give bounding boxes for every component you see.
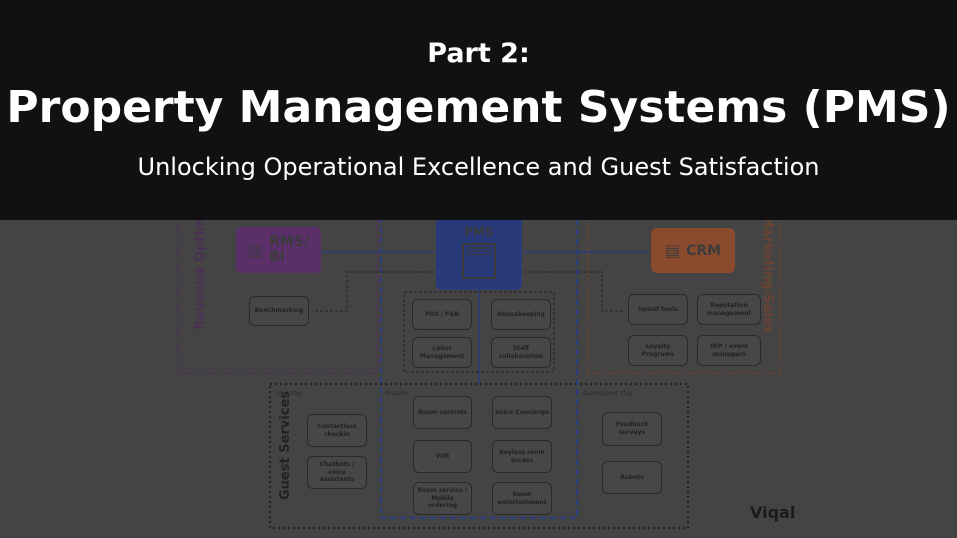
reputation-management-node: Reputation management: [697, 294, 761, 325]
room-entertainment-node: Room entertainment: [492, 482, 552, 515]
contactless-checkin-node: Contactless checkin: [307, 414, 367, 447]
keyless-room-access-node: Keyless room access: [492, 440, 552, 473]
robots-node: Robots: [602, 461, 662, 494]
part-label: Part 2:: [427, 38, 530, 69]
pms-benchmark-link: [312, 271, 434, 312]
pms-marketing-link: [524, 271, 624, 312]
labor-management-node: Labor Management: [412, 337, 472, 368]
viqal-logo: Viqal: [750, 503, 796, 522]
phase-pre-stay: Pre-stay: [278, 390, 303, 397]
staff-collaboration-node: Staff collaboration: [491, 337, 551, 368]
room-controls-node: Room controls: [413, 396, 472, 429]
guest-zone-border: [269, 383, 689, 529]
contact-card-icon: ▤: [664, 241, 681, 260]
crm-box: ▤ CRM: [651, 228, 735, 273]
hotel-sign: HOTEL: [466, 247, 492, 255]
pms-box: PMS HOTEL: [436, 214, 522, 290]
feedback-surveys-node: Feedback surveys: [602, 412, 662, 446]
voice-concierge-node: Voice Concierge: [492, 396, 552, 429]
phase-in-suite: In-suite: [385, 390, 408, 397]
pms-label: PMS: [464, 225, 494, 239]
ops-group-border: [403, 291, 555, 373]
pos-fb-node: POS / F&B: [412, 299, 472, 330]
room-service-mobile-ordering-node: Room service / Mobile ordering: [413, 482, 472, 515]
wifi-node: Wifi: [413, 440, 472, 473]
mip-event-managers-node: MIP / event managers: [697, 335, 761, 366]
phase-during-post-stay: During/post stay: [583, 390, 633, 397]
upsell-tools-node: Upsell tools: [628, 294, 688, 325]
rms-bi-box: ▥ RMS/ BI: [236, 227, 321, 273]
crm-label: CRM: [686, 242, 722, 259]
chart-icon: ▥: [247, 240, 264, 260]
hotel-icon: HOTEL: [462, 243, 496, 279]
benchmarking-node: Benchmarking: [249, 296, 309, 326]
loyalty-programs-node: Loyalty Programs: [628, 335, 688, 366]
chatbots-voice-assistants-node: Chatbots / voice assistants: [307, 456, 367, 489]
marketing-zone-label: Marketing/Sales: [760, 215, 775, 334]
title-banner: Part 2: Property Management Systems (PMS…: [0, 0, 957, 220]
housekeeping-node: Housekeeping: [491, 299, 551, 330]
guest-zone-label: Guest Services: [278, 390, 293, 500]
rms-bi-label: RMS/ BI: [269, 233, 309, 265]
page-title: Property Management Systems (PMS): [6, 82, 951, 133]
page-subtitle: Unlocking Operational Excellence and Gue…: [137, 153, 820, 181]
